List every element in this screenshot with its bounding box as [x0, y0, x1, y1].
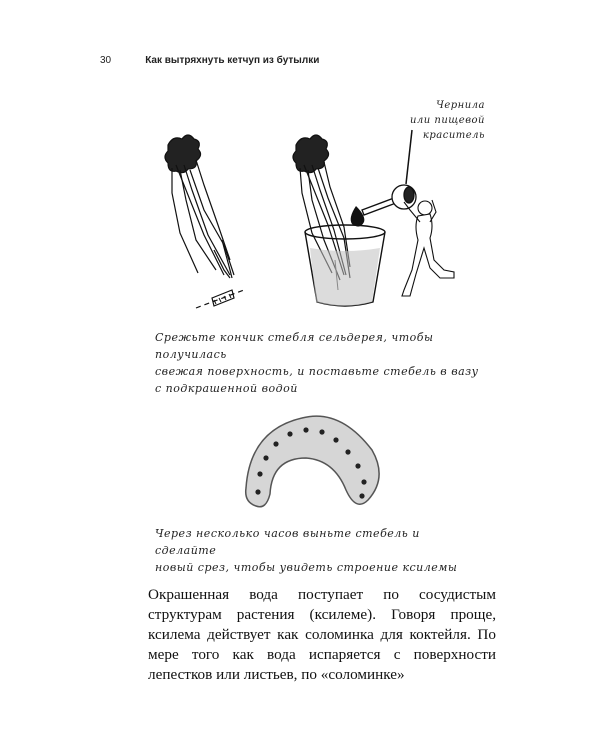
- ink-label: Чернила или пищевой краситель: [345, 98, 485, 143]
- caption-2-line-2: новый срез, чтобы увидеть строение ксиле…: [155, 561, 458, 574]
- ink-label-line-1: Чернила: [436, 100, 485, 111]
- celery-cross-section: [244, 415, 380, 508]
- ink-drop: [350, 206, 365, 227]
- caption-new-cut: Через несколько часов выньте стебель и с…: [155, 525, 485, 576]
- caption-1-line-2: свежая поверхность, и поставьте стебель …: [155, 365, 479, 378]
- glass-of-water: [304, 224, 386, 307]
- running-header: 30 Как вытряхнуть кетчуп из бутылки: [100, 55, 319, 66]
- stick-figure: [401, 199, 455, 297]
- celery-stalk-left: [164, 134, 235, 279]
- page-number: 30: [100, 55, 112, 66]
- label-pointer: [405, 129, 413, 185]
- caption-1-line-1: Срежьте кончик стебля сельдерея, чтобы п…: [155, 331, 434, 361]
- ink-label-line-2: или пищевой краситель: [409, 115, 485, 141]
- caption-1-line-3: с подкрашенной водой: [155, 382, 298, 395]
- caption-2-line-1: Через несколько часов выньте стебель и с…: [155, 527, 420, 557]
- pipette: [361, 184, 417, 216]
- cut-piece: [211, 289, 235, 307]
- body-paragraph: Окрашенная вода поступает по сосудистым …: [148, 586, 496, 683]
- book-title: Как вытряхнуть кетчуп из бутылки: [145, 55, 320, 66]
- caption-cut-stalk: Срежьте кончик стебля сельдерея, чтобы п…: [155, 329, 485, 397]
